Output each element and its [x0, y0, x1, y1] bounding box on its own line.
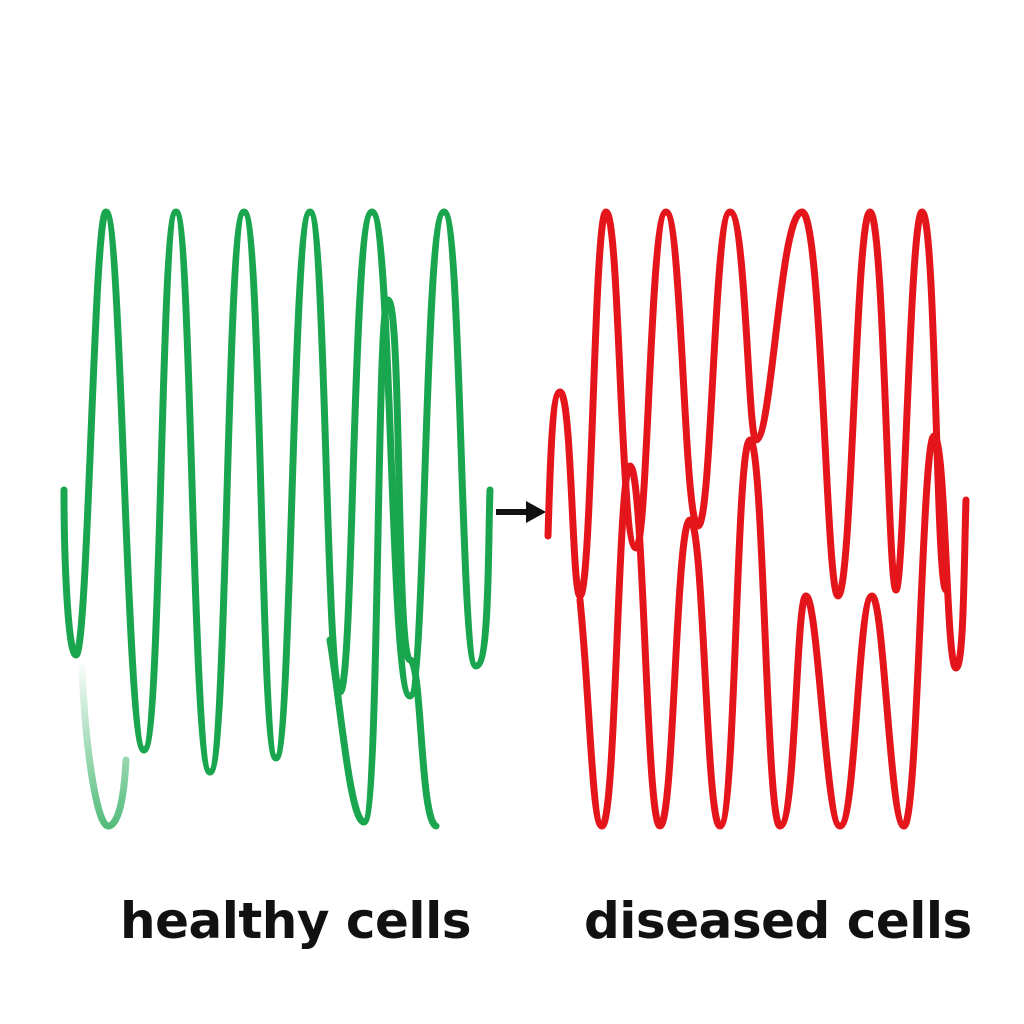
diseased-waveform: [544, 208, 970, 830]
healthy-waveform: [60, 208, 494, 830]
healthy-waveform-line: [60, 208, 494, 776]
healthy-waveform-fade-tail: [78, 664, 130, 830]
transition-arrow: [496, 501, 546, 523]
arrow-head-icon: [526, 501, 546, 523]
diseased-waveform-line: [544, 208, 950, 600]
healthy-cells-caption: healthy cells: [120, 892, 471, 950]
healthy-waveform-overlay: [326, 296, 440, 830]
diseased-cells-caption: diseased cells: [584, 892, 972, 950]
diseased-waveform-overlay: [576, 432, 970, 830]
